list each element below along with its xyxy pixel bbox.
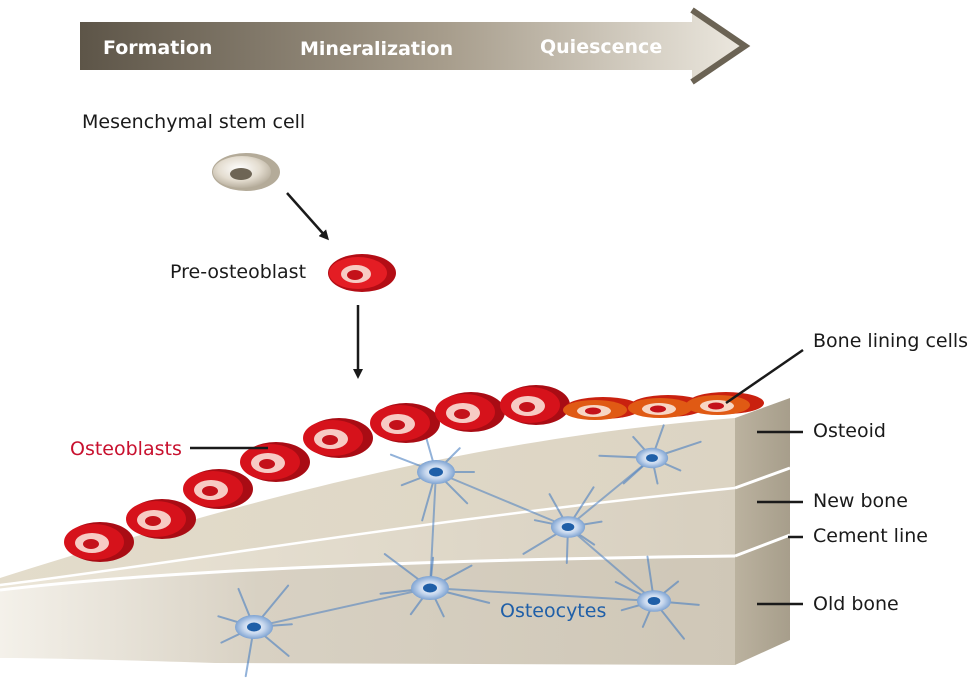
stage-arrow-outline [690, 7, 751, 85]
osteocyte-cell [598, 424, 702, 485]
old-bone-label: Old bone [813, 593, 899, 615]
osteoblast-cell [126, 499, 196, 539]
osteocyte-cell [522, 486, 603, 564]
osteoblast-row [64, 385, 570, 562]
stage-quiescence-label: Quiescence [540, 36, 662, 58]
stage-arrow-shape [80, 10, 745, 82]
osteoblast-cell [500, 385, 570, 425]
osteocyte-process [253, 587, 431, 628]
osteocyte-cell [389, 422, 475, 522]
new-bone-layer [0, 488, 735, 590]
osteocyte-cell [379, 553, 491, 618]
bone-lining-cell [686, 392, 764, 415]
mesenchymal-stem-cell [212, 153, 280, 191]
bone-lining-cell [563, 397, 641, 420]
cement-line-front [0, 554, 736, 592]
osteocyte-process [435, 471, 569, 528]
osteocyte-process [567, 526, 655, 602]
osteocytes-label: Osteocytes [500, 600, 606, 622]
leader-lines [190, 348, 804, 606]
osteoblast-cell [370, 403, 440, 443]
bone-block [0, 398, 791, 665]
pre-osteoblast-cell [328, 254, 396, 292]
osteocyte-cell [217, 584, 293, 678]
osteoblast-cell [303, 418, 373, 458]
osteocyte-process [429, 587, 655, 602]
stem-to-pre-arrow [286, 192, 329, 241]
lining-cells-leader [725, 348, 804, 405]
osteoid-label: Osteoid [813, 420, 886, 442]
old-bone-layer [0, 556, 735, 665]
bone-lining-cell-row [563, 392, 764, 420]
osteoblast-cell [240, 442, 310, 482]
new-bone-side [734, 466, 791, 490]
osteoblast-cell [183, 469, 253, 509]
stage-progression-arrow: Formation Mineralization Quiescence [80, 7, 751, 85]
stage-mineralization-label: Mineralization [300, 38, 453, 60]
osteocyte-cell [614, 555, 700, 640]
bone-lining-cells-label: Bone lining cells [813, 330, 968, 352]
osteoblasts-label: Osteoblasts [70, 438, 182, 460]
osteocyte-network [217, 422, 702, 678]
osteoblast-cell [64, 522, 134, 562]
pre-osteoblast-label: Pre-osteoblast [170, 261, 306, 283]
stem-cell-label: Mesenchymal stem cell [82, 111, 305, 133]
osteoblast-cell [435, 392, 505, 432]
bone-lining-cell [628, 395, 706, 418]
new-bone-label: New bone [813, 490, 908, 512]
osteoid-layer [0, 418, 735, 585]
stage-formation-label: Formation [103, 37, 212, 59]
cement-line-label: Cement line [813, 525, 928, 547]
new-bone-front [0, 486, 736, 587]
cement-line-side [734, 533, 791, 558]
bone-side-face [735, 398, 790, 665]
